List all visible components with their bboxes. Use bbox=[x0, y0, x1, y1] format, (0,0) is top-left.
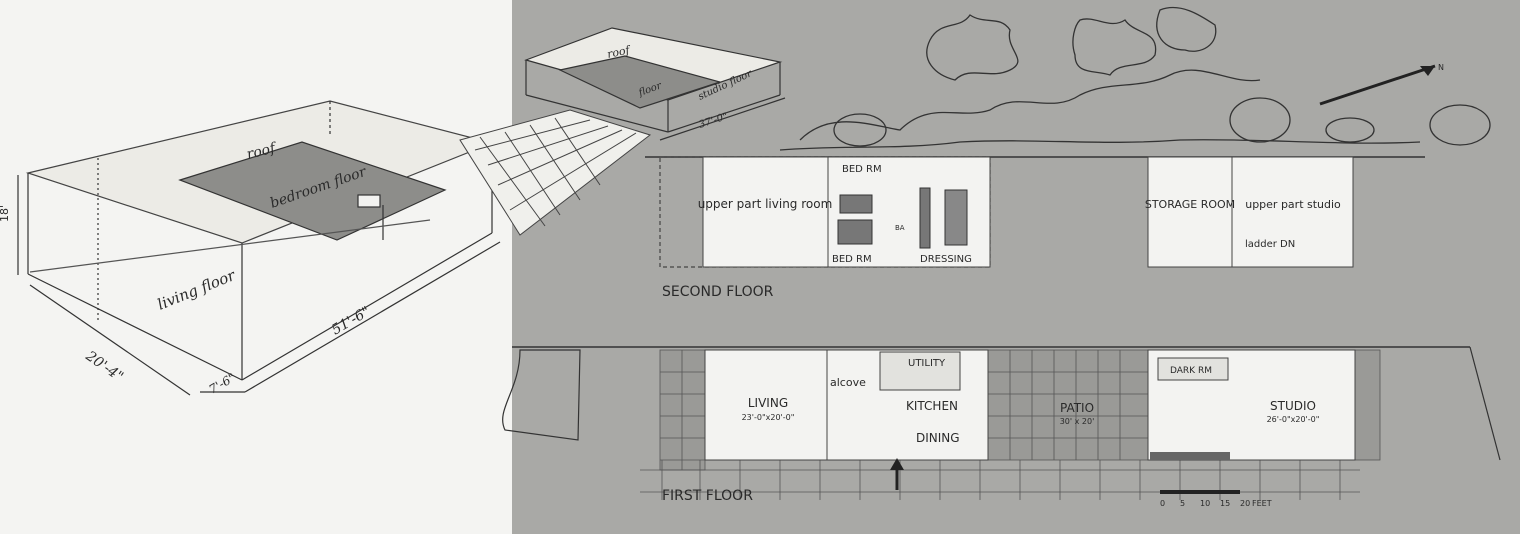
north-arrow: N bbox=[1319, 63, 1444, 106]
kitchen-label: KITCHEN bbox=[906, 399, 958, 413]
height-dimension-label: 18' bbox=[0, 205, 11, 222]
storage-studio-block bbox=[1147, 156, 1354, 268]
upper-studio-label: upper part studio bbox=[1245, 198, 1341, 211]
landscape-trees bbox=[779, 6, 1491, 151]
paving-grid bbox=[640, 349, 1381, 500]
bedroom-floor-slab bbox=[178, 141, 447, 241]
bed-rm-2-label: BED RM bbox=[832, 254, 872, 265]
north-label: N bbox=[1438, 63, 1444, 72]
patio-label: PATIO bbox=[1060, 401, 1094, 415]
alcove-label: alcove bbox=[830, 376, 866, 389]
width-dimension-label: 20'-4" bbox=[82, 348, 126, 386]
living-floor-label: living floor bbox=[155, 266, 239, 314]
living-size-label: 23'-0"x20'-0" bbox=[742, 413, 795, 422]
utility-label: UTILITY bbox=[908, 358, 946, 369]
walkway-grid bbox=[459, 109, 652, 236]
studio-roof-label: roof bbox=[606, 43, 633, 61]
upper-living-room bbox=[702, 156, 829, 268]
patio-size-label: 30' x 20' bbox=[1060, 417, 1095, 426]
length-dimension-label: 51'-6" bbox=[329, 304, 373, 339]
upper-living-label: upper part living room bbox=[698, 197, 833, 211]
scale-bar: 0 5 10 15 20 FEET bbox=[1160, 490, 1272, 508]
scale-tick-20: 20 bbox=[1240, 499, 1250, 508]
first-floor-title: FIRST FLOOR bbox=[662, 488, 753, 504]
studio-label: STUDIO bbox=[1270, 399, 1316, 413]
dark-rm-label: DARK RM bbox=[1170, 366, 1212, 376]
living-volume bbox=[17, 100, 501, 396]
roof-label: roof bbox=[245, 140, 279, 163]
living-room bbox=[704, 349, 828, 461]
axonometric-sketch bbox=[17, 27, 786, 396]
dressing-label: DRESSING bbox=[920, 254, 972, 265]
stair-opening bbox=[357, 194, 381, 208]
first-floor-plan: LIVING 23'-0"x20'-0" alcove UTILITY KITC… bbox=[502, 346, 1501, 504]
living-label: LIVING bbox=[748, 396, 788, 410]
scale-tick-15: 15 bbox=[1220, 499, 1230, 508]
ladder-label: ladder DN bbox=[1245, 239, 1295, 250]
second-floor-plan: upper part living room BED RM BED RM BA … bbox=[645, 156, 1425, 300]
scale-tick-10: 10 bbox=[1200, 499, 1210, 508]
studio-size-label: 26'-0"x20'-0" bbox=[1267, 415, 1320, 424]
studio-volume bbox=[524, 27, 786, 141]
studio-size-label: 37'-0" bbox=[698, 111, 730, 131]
scale-tick-5: 5 bbox=[1180, 499, 1185, 508]
dining-label: DINING bbox=[916, 431, 960, 445]
offset-dimension-label: 7'-6" bbox=[207, 370, 238, 396]
second-floor-title: SECOND FLOOR bbox=[662, 284, 774, 300]
width-dimension-line bbox=[29, 284, 191, 396]
bath-label: BA bbox=[895, 224, 905, 232]
scale-tick-0: 0 bbox=[1160, 499, 1165, 508]
scale-unit: FEET bbox=[1252, 499, 1272, 508]
bed-rm-1-label: BED RM bbox=[842, 164, 882, 175]
length-dimension-line bbox=[244, 241, 501, 393]
storage-label: STORAGE ROOM bbox=[1145, 198, 1235, 211]
